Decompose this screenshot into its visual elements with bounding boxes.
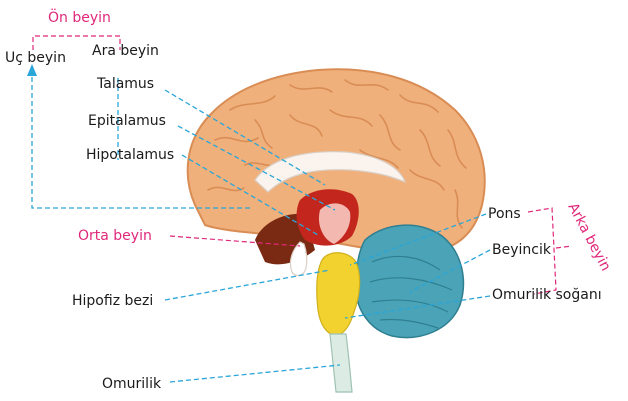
label-ara-beyin: Ara beyin — [92, 43, 159, 59]
label-omurilik-sogani: Omurilik soğanı — [492, 287, 602, 303]
label-pons: Pons — [488, 206, 521, 222]
label-uc-beyin: Uç beyin — [5, 50, 66, 66]
leader-omurilik — [170, 365, 340, 382]
label-beyincik: Beyincik — [492, 242, 552, 258]
label-on-beyin: Ön beyin — [48, 8, 111, 26]
label-arka-beyin: Arka beyin — [564, 200, 613, 274]
pons-medulla — [317, 253, 360, 336]
spinal-cord — [330, 334, 352, 392]
label-hipofiz-bezi: Hipofiz bezi — [72, 293, 153, 309]
label-omurilik: Omurilik — [102, 376, 162, 392]
label-talamus: Talamus — [96, 76, 154, 92]
leader-hipofiz — [165, 270, 330, 300]
label-epitalamus: Epitalamus — [88, 113, 166, 129]
arka-beyin-tick — [556, 246, 572, 248]
label-orta-beyin: Orta beyin — [78, 228, 152, 244]
label-hipotalamus: Hipotalamus — [86, 147, 174, 163]
